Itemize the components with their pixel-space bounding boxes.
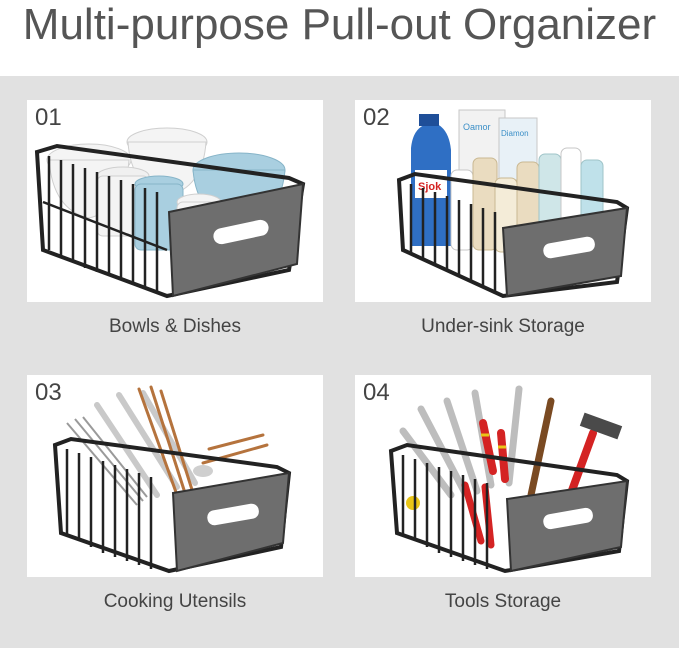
utensils-basket-illustration (52, 385, 292, 574)
tools-basket-illustration (388, 385, 630, 574)
use-case-tools: 04 Tools Storage (355, 375, 651, 625)
lotion-bottle (472, 157, 498, 251)
bottle-brand: Sjok (418, 181, 442, 193)
basket-wires (65, 449, 153, 569)
use-case-under-sink: Oamor Diamon Sjok (355, 100, 651, 350)
basket-wires (42, 156, 168, 292)
item-caption: Cooking Utensils (103, 591, 247, 612)
basket-wires (409, 184, 497, 294)
screwdriver-stripes (481, 433, 506, 449)
basket-handle-slot (543, 507, 593, 530)
use-case-utensils: 03 Cooking Utensils (27, 375, 323, 625)
bottles-basket-illustration: Oamor Diamon Sjok (396, 109, 630, 299)
box-label: Oamor (463, 122, 491, 132)
basket-handle-slot (213, 219, 269, 245)
use-case-image-tools: 04 (355, 375, 651, 577)
spoon (193, 465, 213, 477)
item-caption: Bowls & Dishes (109, 316, 241, 337)
hammer-handle (527, 397, 555, 499)
box-label: Diamon (501, 129, 529, 138)
item-caption: Tools Storage (444, 591, 562, 612)
screwdriver-handles (479, 419, 509, 483)
basket-handle-slot (543, 236, 595, 259)
item-number: 02 (363, 104, 390, 131)
basket-handle-slot (207, 503, 259, 526)
tool-handle-end (406, 496, 420, 510)
use-case-bowls: 01 Bowls & Dishes (27, 100, 323, 350)
chopsticks (137, 385, 269, 497)
page-title: Multi-purpose Pull-out Organizer (22, 0, 657, 49)
item-number: 03 (35, 379, 62, 406)
item-number: 04 (363, 379, 390, 406)
bowls-basket-illustration (34, 127, 306, 299)
basket-wires (401, 455, 489, 569)
use-case-image-utensils: 03 (27, 375, 323, 577)
use-case-panel: 01 Bowls & Dishes Oamor Diamon Sjok (0, 76, 679, 648)
item-number: 01 (35, 104, 62, 131)
use-case-image-bowls: 01 (27, 100, 323, 302)
hammer-head (579, 412, 623, 440)
item-caption: Under-sink Storage (421, 316, 585, 337)
use-case-image-under-sink: Oamor Diamon Sjok (355, 100, 651, 302)
bottle-cap (419, 114, 439, 126)
